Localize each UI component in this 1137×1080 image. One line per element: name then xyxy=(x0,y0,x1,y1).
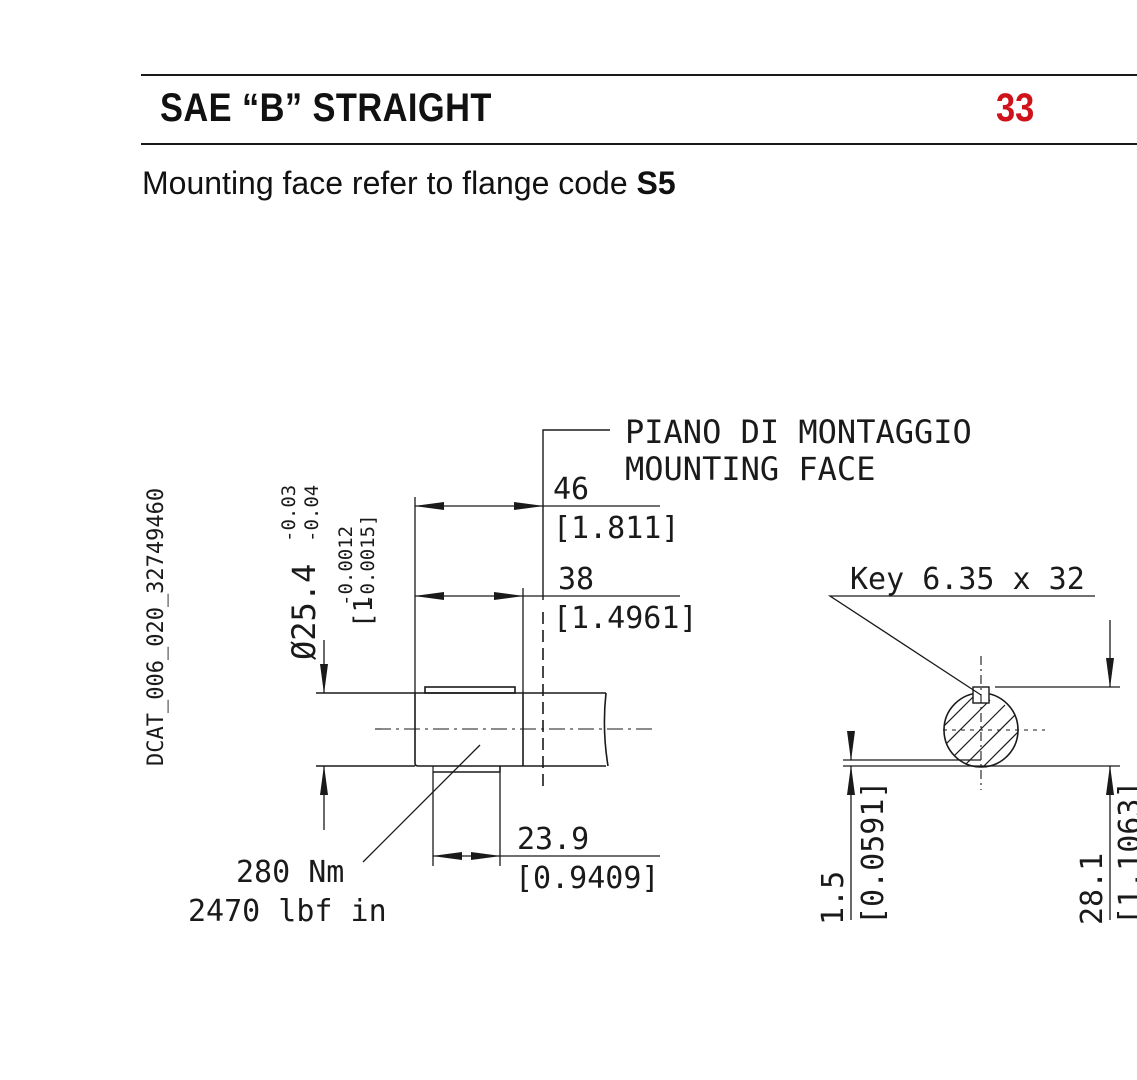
dimension-38-inch: [1.4961] xyxy=(553,601,698,636)
header-bottom-rule xyxy=(141,143,1137,145)
drawing-id: DCAT_006_020_32749460 xyxy=(144,488,169,766)
diameter-inch-tol-lower: -0.0015] xyxy=(357,514,379,606)
diameter-nominal: Ø25.4 xyxy=(285,564,323,660)
key-label: Key 6.35 x 32 xyxy=(850,562,1085,597)
dimension-28-1-value: 28.1 xyxy=(1075,853,1110,925)
shaft-cross-section xyxy=(943,656,1045,790)
mounting-face-leader xyxy=(542,429,610,600)
flange-code: S5 xyxy=(636,165,676,201)
dimension-1-5-value: 1.5 xyxy=(816,871,851,925)
mounting-face-label-it: PIANO DI MONTAGGIO xyxy=(625,413,972,451)
diameter-tol-upper: -0.03 xyxy=(278,485,300,542)
dimension-38-value: 38 xyxy=(558,562,594,597)
dimension-38 xyxy=(414,588,680,693)
diameter-inch-base: [1 xyxy=(349,597,379,628)
dimension-23-9 xyxy=(432,772,660,866)
diameter-tol-lower: -0.04 xyxy=(301,485,323,542)
dimension-46-value: 46 xyxy=(553,472,589,507)
mounting-face-note-text: Mounting face refer to flange code xyxy=(142,165,637,201)
diameter-inch-tol-upper: -0.0012 xyxy=(335,526,357,606)
page-number: 33 xyxy=(996,86,1035,130)
dimension-23-9-inch: [0.9409] xyxy=(515,861,660,896)
mounting-face-label-en: MOUNTING FACE xyxy=(625,450,875,488)
key-leader xyxy=(827,595,1095,696)
mounting-face-note: Mounting face refer to flange code S5 xyxy=(142,165,676,202)
dimension-46-inch: [1.811] xyxy=(553,511,679,546)
torque-leader xyxy=(362,744,481,863)
diameter-value: Ø25.4 xyxy=(285,564,323,660)
dimension-23-9-value: 23.9 xyxy=(517,822,589,857)
dimension-28-1 xyxy=(995,620,1120,920)
dimension-1-5 xyxy=(843,731,1120,920)
header-top-rule xyxy=(141,74,1137,76)
shaft-side-view xyxy=(316,686,609,773)
page-title: SAE “B” STRAIGHT xyxy=(160,86,492,130)
torque-nm: 280 Nm xyxy=(236,855,344,890)
torque-lbf: 2470 lbf in xyxy=(188,894,387,929)
dimension-28-1-inch: [1.1063] xyxy=(1113,781,1137,926)
dimension-1-5-inch: [0.0591] xyxy=(856,781,891,926)
